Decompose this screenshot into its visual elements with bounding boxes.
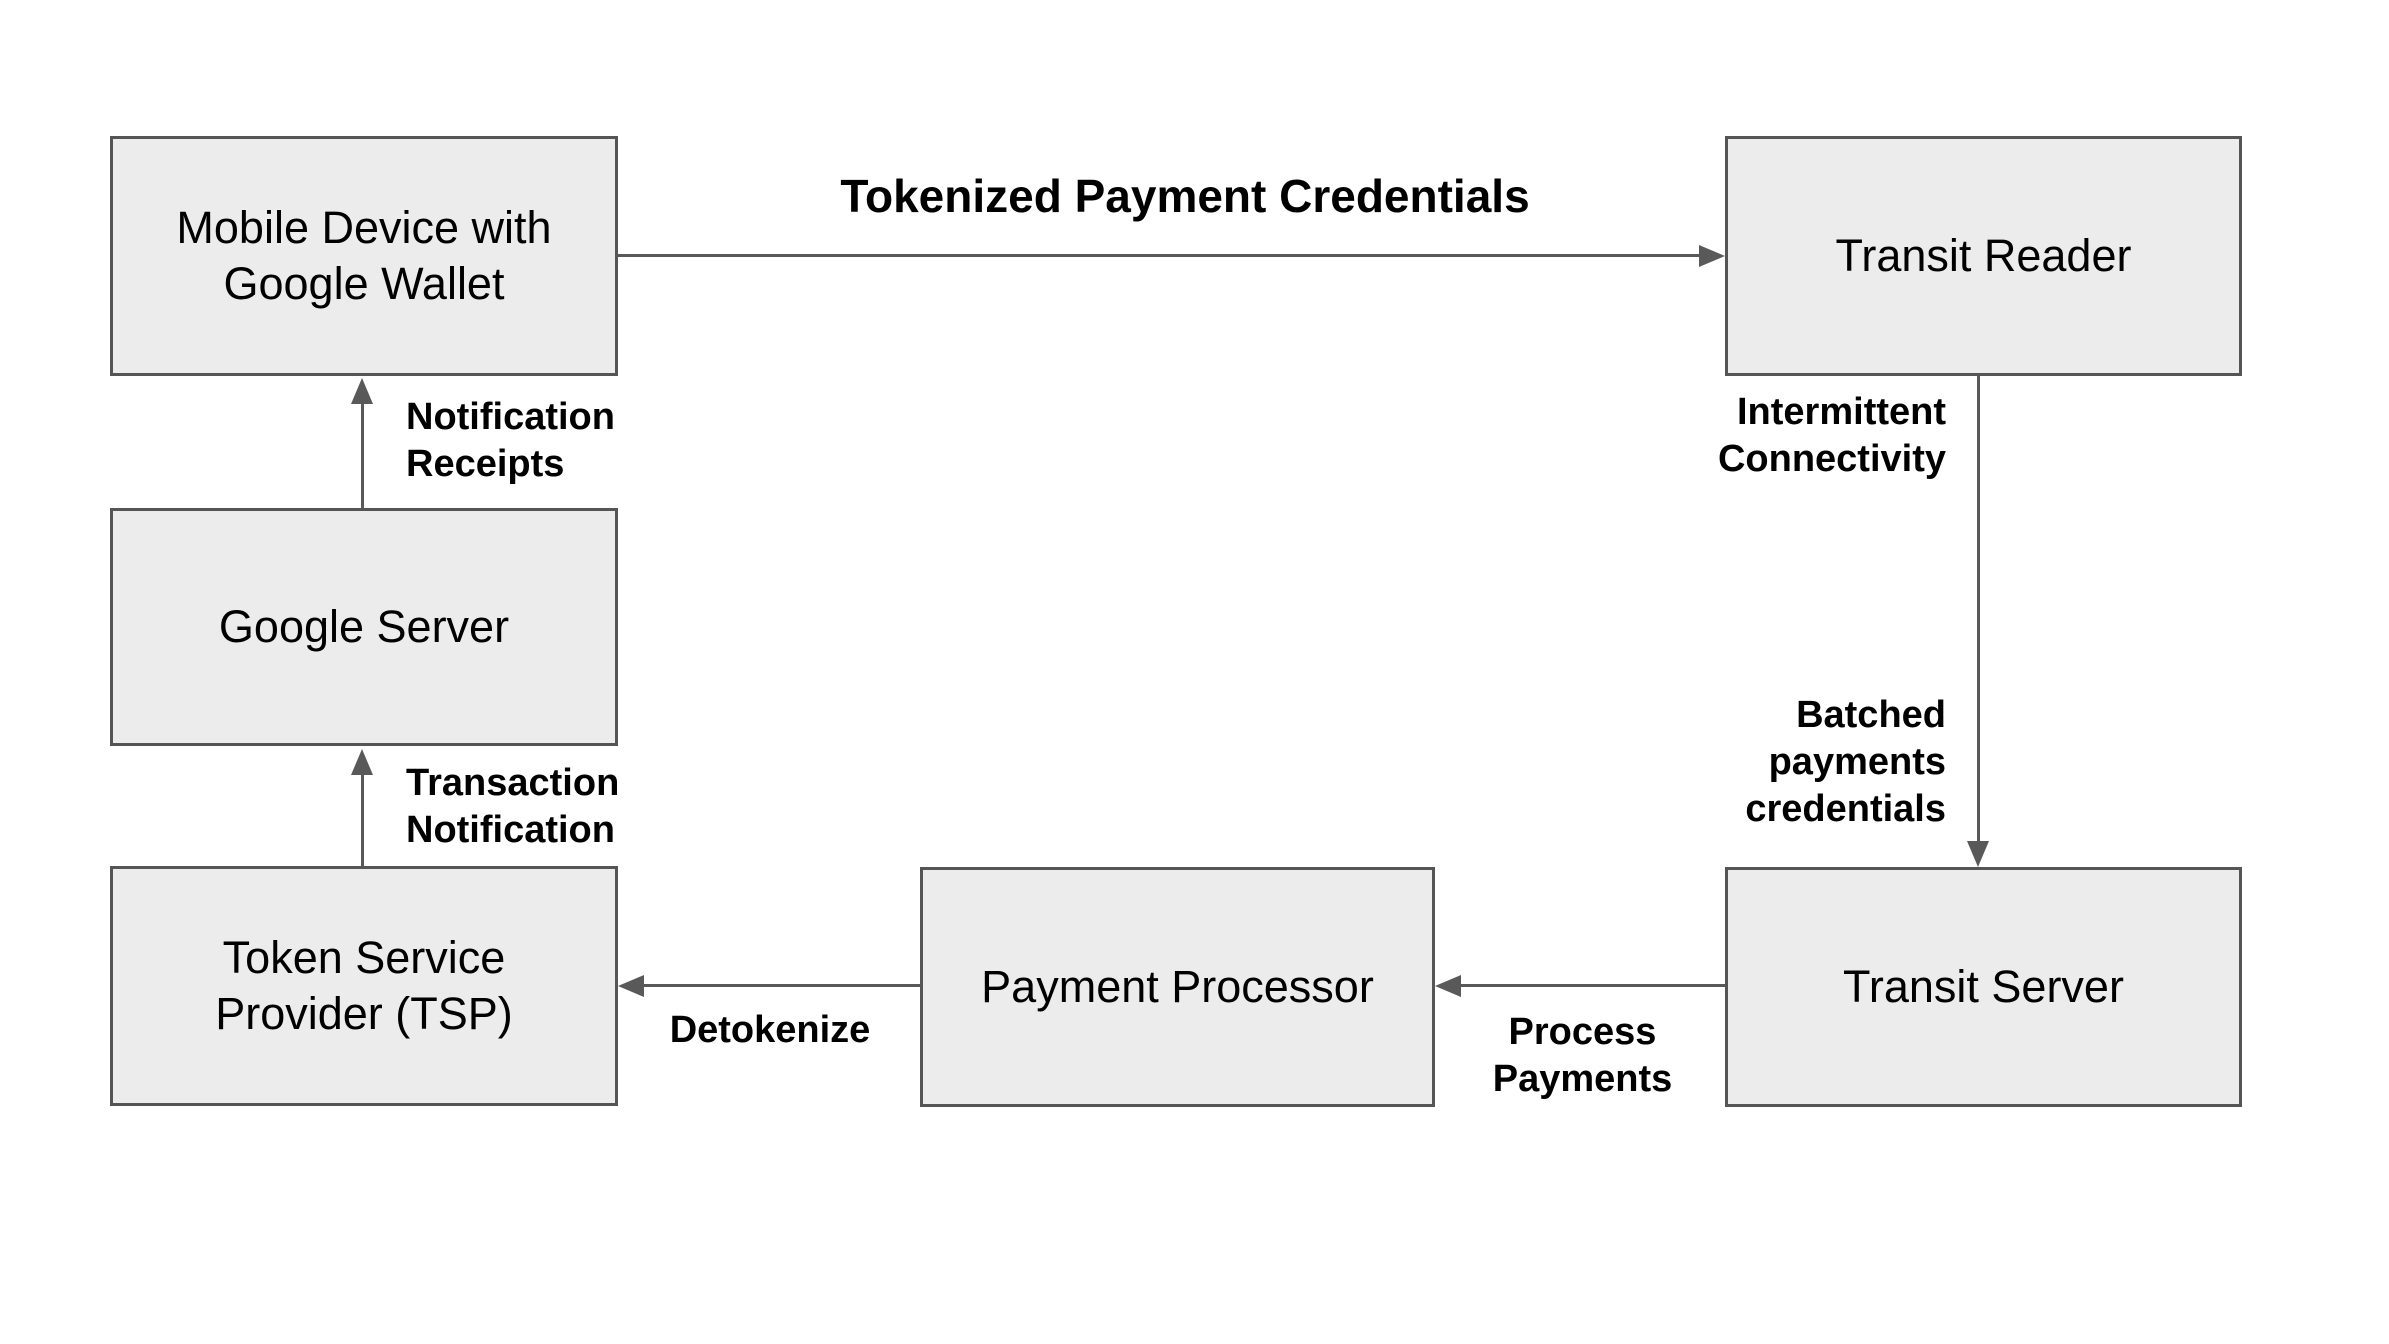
node-label-line: Transit Reader — [1835, 230, 2132, 281]
edge-label-tokenized-payment-credentials: Tokenized Payment Credentials — [840, 170, 1530, 222]
edge-label-intermittent-connectivity: Intermittent Connectivity — [1718, 389, 1946, 483]
edge-tokenized-arrowhead — [1699, 245, 1725, 267]
edge-transaction-notification-line — [361, 774, 364, 866]
edge-label-detokenize: Detokenize — [669, 1009, 871, 1051]
edge-label-line: Receipts — [406, 443, 565, 485]
edge-transaction-notification-arrowhead — [351, 749, 373, 775]
node-token-service-provider: Token Service Provider (TSP) — [110, 866, 618, 1106]
edge-label-line: Notification — [406, 396, 615, 438]
node-label-line: Google Wallet — [223, 258, 505, 309]
node-label: Mobile Device with Google Wallet — [176, 200, 551, 312]
node-label: Payment Processor — [981, 959, 1374, 1015]
edge-process-payments-arrowhead — [1435, 975, 1461, 997]
edge-reader-to-server-line — [1977, 376, 1980, 842]
edge-reader-to-server-arrowhead — [1967, 841, 1989, 867]
edge-label-line: payments — [1768, 741, 1946, 783]
node-label-line: Payment Processor — [981, 961, 1374, 1012]
edge-label-line: credentials — [1745, 788, 1946, 830]
node-label: Transit Reader — [1836, 228, 2132, 284]
node-payment-processor: Payment Processor — [920, 867, 1435, 1107]
node-transit-server: Transit Server — [1725, 867, 2242, 1107]
node-label: Google Server — [219, 599, 509, 655]
edge-tokenized-line — [618, 254, 1701, 257]
edge-label-line: Connectivity — [1717, 438, 1946, 480]
node-label: Transit Server — [1843, 959, 2124, 1015]
node-transit-reader: Transit Reader — [1725, 136, 2242, 376]
edge-label-process-payments: Process Payments — [1435, 1009, 1730, 1103]
edge-notification-receipts-line — [361, 403, 364, 508]
node-label-line: Transit Server — [1843, 961, 2124, 1012]
edge-label-transaction-notification: Transaction Notification — [406, 760, 619, 854]
node-google-server: Google Server — [110, 508, 618, 746]
node-label-line: Provider (TSP) — [215, 988, 513, 1039]
edge-process-payments-line — [1460, 984, 1725, 987]
node-label: Token Service Provider (TSP) — [215, 930, 513, 1042]
edge-label-line: Payments — [1492, 1058, 1673, 1100]
node-label-line: Google Server — [218, 601, 510, 652]
edge-detokenize-line — [643, 984, 920, 987]
node-mobile-device-google-wallet: Mobile Device with Google Wallet — [110, 136, 618, 376]
edge-label-line: Intermittent — [1737, 391, 1946, 433]
node-label-line: Token Service — [222, 932, 506, 983]
edge-label-line: Batched — [1796, 694, 1946, 736]
edge-label-line: Process — [1508, 1011, 1657, 1053]
edge-label-line: Notification — [406, 809, 615, 851]
edge-label-batched-payments-credentials: Batched payments credentials — [1745, 692, 1946, 833]
node-label-line: Mobile Device with — [176, 202, 552, 253]
edge-detokenize-arrowhead — [618, 975, 644, 997]
edge-label-notification-receipts: Notification Receipts — [406, 394, 615, 488]
edge-label-line: Transaction — [406, 762, 620, 804]
edge-notification-receipts-arrowhead — [351, 378, 373, 404]
